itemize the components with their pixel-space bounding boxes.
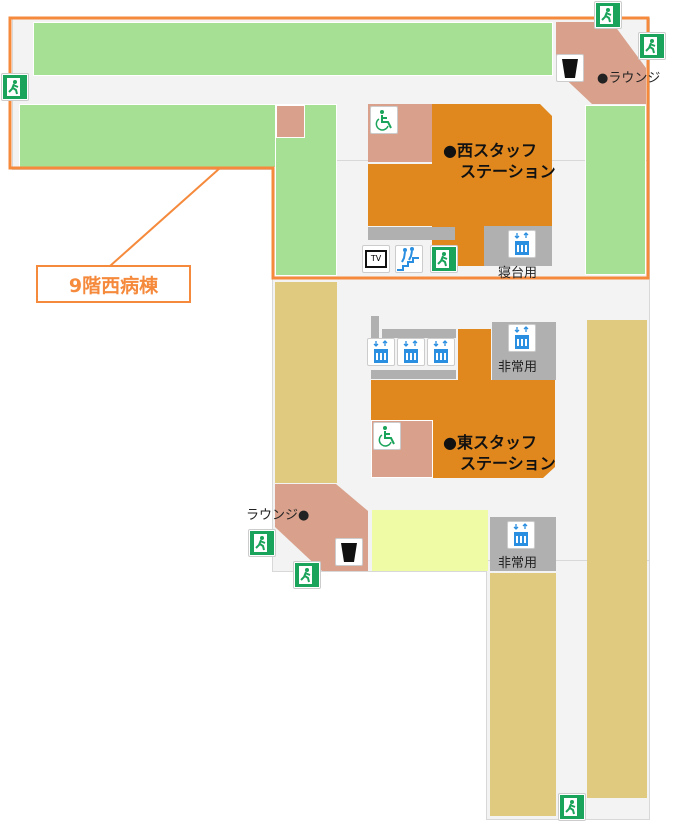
emergency-elevator-label-2: 非常用: [498, 556, 538, 571]
lounge-north: [556, 22, 646, 104]
small-room: [276, 105, 305, 138]
elevator-icon: [397, 338, 425, 366]
bed-elevator-label: 寝台用: [498, 266, 538, 281]
west-station-line2: ステーション: [460, 162, 556, 181]
east-staff-station-label: ●東スタッフ ステーション: [443, 432, 556, 474]
emergency-exit-icon: [248, 529, 276, 557]
emergency-elevator-icon: [507, 521, 535, 549]
ward-rooms-east: [585, 105, 646, 275]
elevator-hall-bar-bottom: [371, 370, 456, 379]
emergency-exit-icon: [1, 73, 29, 101]
emergency-elevator-icon: [508, 324, 536, 352]
east-station-line2: ステーション: [460, 454, 556, 473]
yellow-room: [372, 510, 488, 571]
emergency-exit-icon: [638, 32, 666, 60]
drink-cup-icon: [335, 538, 363, 566]
west-corridor-bar: [368, 227, 455, 240]
ward-label: 9階西病棟: [36, 265, 191, 303]
other-ward-rooms-south: [490, 573, 556, 816]
emergency-exit-icon: [594, 1, 622, 29]
elevator-icon: [427, 338, 455, 366]
ward-rooms-north: [33, 22, 553, 76]
emergency-exit-icon: [293, 561, 321, 589]
elevator-hall-bar-v: [371, 316, 379, 342]
west-station-line1: ●西スタッフ: [443, 141, 537, 160]
emergency-exit-icon: [430, 245, 458, 273]
tv-icon: TV: [362, 245, 390, 273]
elevator-hall-bar-top: [382, 329, 456, 338]
other-ward-rooms-east: [587, 320, 647, 798]
west-staff-station: [368, 104, 552, 266]
lounge-north-label: ●ラウンジ: [597, 71, 661, 86]
elevator-icon: [508, 230, 536, 258]
wheelchair-icon: [370, 106, 398, 134]
tv-icon-text: TV: [365, 250, 387, 268]
west-staff-station-label: ●西スタッフ ステーション: [443, 140, 556, 182]
emergency-exit-icon: [558, 793, 586, 821]
elevator-icon: [367, 338, 395, 366]
drink-cup-icon: [556, 54, 584, 82]
other-ward-rooms-west: [275, 282, 337, 483]
lounge-south-label: ラウンジ●: [246, 508, 310, 523]
east-station-line1: ●東スタッフ: [443, 433, 537, 452]
stairs-icon: [395, 245, 423, 273]
wheelchair-icon: [373, 422, 401, 450]
emergency-elevator-label-1: 非常用: [498, 360, 538, 375]
